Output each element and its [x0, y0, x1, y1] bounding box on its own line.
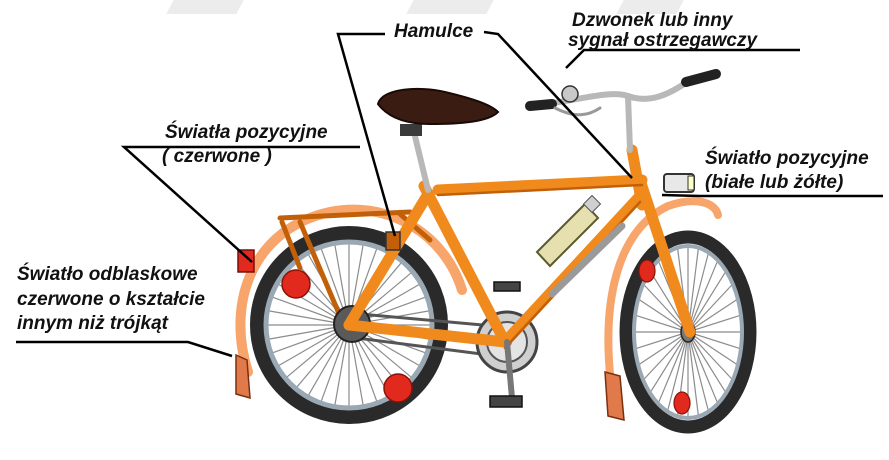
handlebar	[530, 74, 716, 150]
label-rear-light-line2: ( czerwone )	[162, 146, 272, 168]
label-brakes: Hamulce	[394, 21, 473, 43]
front-mudguard-flap	[605, 372, 624, 420]
label-reflector-line1: Światło odblaskowe	[17, 264, 198, 286]
rear-spoke-reflector-bottom	[384, 374, 412, 402]
label-front-light-line1: Światło pozycyjne	[705, 148, 869, 170]
label-rear-light-line1: Światła pozycyjne	[165, 122, 328, 144]
bell	[562, 86, 578, 102]
front-light	[664, 174, 694, 192]
front-spoke-reflector-bottom	[674, 392, 690, 414]
saddle	[378, 89, 498, 124]
label-front-light-line2: (białe lub żółte)	[705, 172, 843, 194]
seat-post	[413, 128, 428, 190]
label-reflector-line2: czerwone o kształcie	[17, 289, 205, 311]
front-spoke-reflector-top	[639, 260, 655, 282]
rear-spoke-reflector-top	[282, 270, 310, 298]
rear-brake	[386, 232, 400, 250]
label-bell-line2: sygnał ostrzegawczy	[568, 30, 757, 52]
label-bell-line1: Dzwonek lub inny	[572, 10, 732, 32]
spoke	[651, 332, 688, 392]
spoke	[688, 272, 725, 332]
spoke	[688, 332, 725, 392]
label-reflector-line3: innym niż trójkąt	[17, 313, 168, 335]
